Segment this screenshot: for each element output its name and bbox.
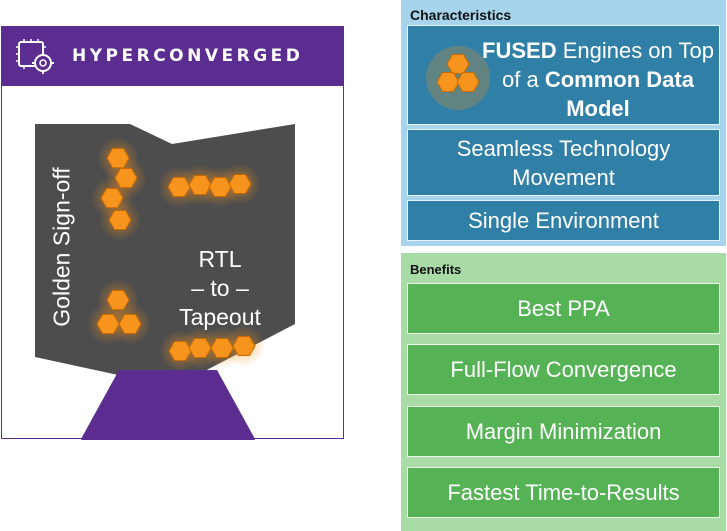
engine-hexagon-3-3 bbox=[232, 336, 256, 356]
fused-hexagon-1 bbox=[436, 72, 460, 92]
benefits-title: Benefits bbox=[410, 262, 462, 277]
characteristic-seamless-movement: Seamless Technology Movement bbox=[407, 129, 720, 196]
fused-hexagons-icon bbox=[426, 46, 490, 110]
benefit-best-ppa: Best PPA bbox=[407, 283, 720, 334]
fusion-hexagon bbox=[81, 370, 255, 440]
fused-hexagon-0 bbox=[446, 54, 470, 74]
rtl-to-tapeout-label: RTL – to – Tapeout bbox=[170, 245, 270, 332]
common-data-model-bold: Common Data Model bbox=[544, 67, 694, 121]
characteristic-single-environment: Single Environment bbox=[407, 200, 720, 241]
flow-diagram bbox=[35, 124, 295, 440]
characteristics-title: Characteristics bbox=[410, 7, 512, 23]
benefit-full-flow-convergence: Full-Flow Convergence bbox=[407, 344, 720, 395]
hyperconverged-header: HYPERCONVERGED bbox=[2, 27, 343, 86]
benefit-margin-minimization: Margin Minimization bbox=[407, 406, 720, 457]
tapeout-line: Tapeout bbox=[179, 304, 261, 330]
golden-signoff-label: Golden Sign-off bbox=[48, 167, 75, 327]
engine-hexagon-1-3 bbox=[228, 174, 252, 194]
fused-hexagon-2 bbox=[456, 72, 480, 92]
to-line: – to – bbox=[191, 275, 249, 301]
engine-hexagons bbox=[87, 137, 265, 372]
characteristic-fused-engines: FUSED Engines on Top of a Common Data Mo… bbox=[407, 25, 720, 125]
fused-bold: FUSED bbox=[482, 38, 557, 63]
benefits-panel: Benefits Best PPA Full-Flow Convergence … bbox=[401, 253, 726, 531]
fused-engines-text: FUSED Engines on Top of a Common Data Mo… bbox=[478, 36, 718, 123]
fusion-label: Fusion bbox=[118, 451, 218, 488]
rtl-line: RTL bbox=[198, 246, 242, 272]
characteristics-panel: Characteristics FUSED Engines on Top of … bbox=[401, 0, 726, 246]
benefit-fastest-time-to-results: Fastest Time-to-Results bbox=[407, 467, 720, 518]
engine-hexagon-2-2 bbox=[118, 314, 142, 334]
hyperconverged-title: HYPERCONVERGED bbox=[72, 46, 304, 66]
hyperconverged-panel: HYPERCONVERGED Golden Sign-off RTL – to … bbox=[1, 26, 344, 488]
engine-hexagon-0-3 bbox=[108, 210, 132, 230]
chip-gear-icon bbox=[16, 39, 54, 74]
fused-mid: Engines on Top of a bbox=[502, 38, 714, 92]
